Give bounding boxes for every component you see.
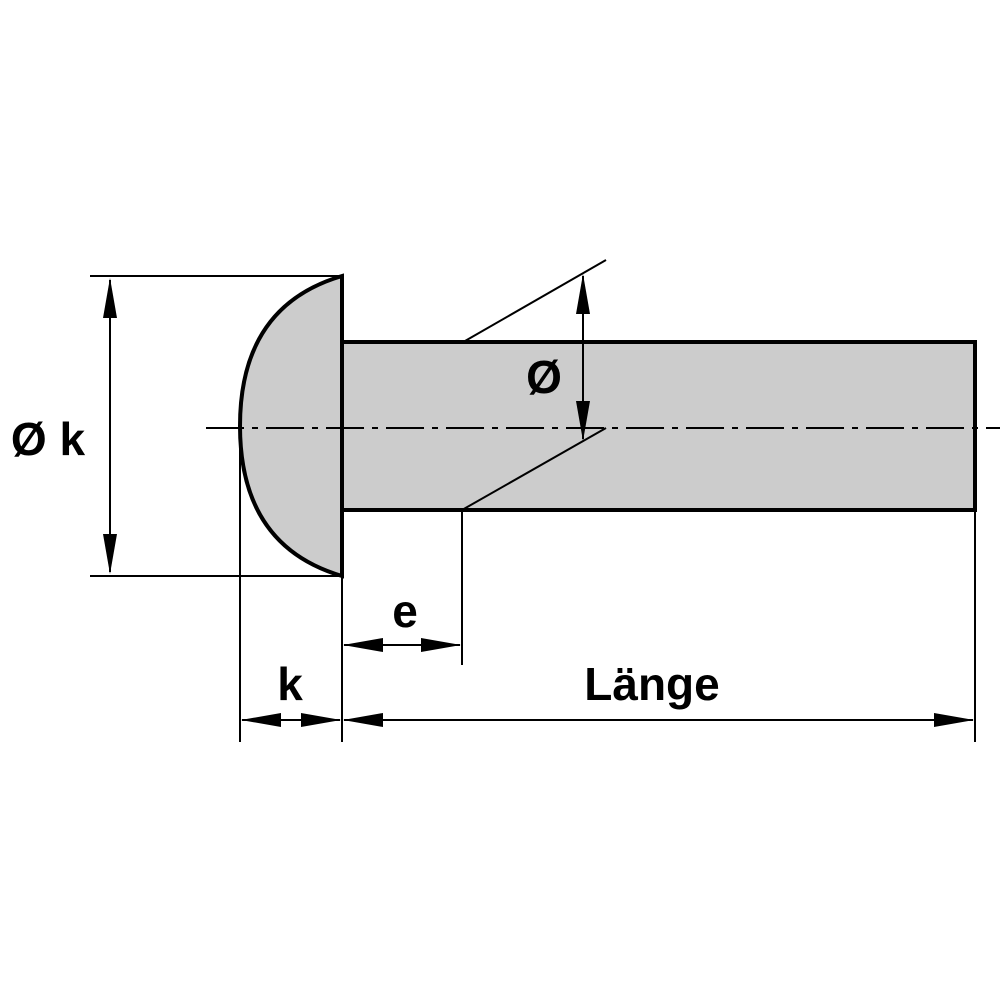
head-height-arrow-left (241, 713, 281, 727)
length-dimension: Länge (343, 658, 974, 727)
shank-diameter-leader-top (464, 259, 607, 342)
length-label: Länge (584, 658, 719, 710)
head-height-dimension: k (241, 658, 341, 727)
offset-arrow-right (421, 638, 461, 652)
shank-diameter-dimension: Ø (461, 259, 607, 511)
head-diameter-label: Ø k (11, 413, 86, 465)
shank-diameter-arrow-bottom (576, 401, 590, 441)
head-height-arrow-right (301, 713, 341, 727)
shank-diameter-leader-bottom (461, 427, 607, 511)
rivet-shank (340, 340, 977, 512)
shank-diameter-arrow-top (576, 274, 590, 314)
length-arrow-left (343, 713, 383, 727)
length-arrow-right (934, 713, 974, 727)
shank-diameter-label: Ø (526, 351, 562, 403)
head-diameter-dimension: Ø k (11, 275, 342, 577)
head-diameter-arrow-bottom (103, 534, 117, 574)
offset-arrow-left (343, 638, 383, 652)
rivet-part (237, 273, 977, 579)
offset-dimension: e (343, 585, 461, 652)
head-height-label: k (277, 658, 303, 710)
offset-label: e (392, 585, 418, 637)
head-diameter-arrow-top (103, 278, 117, 318)
rivet-head (237, 273, 344, 579)
